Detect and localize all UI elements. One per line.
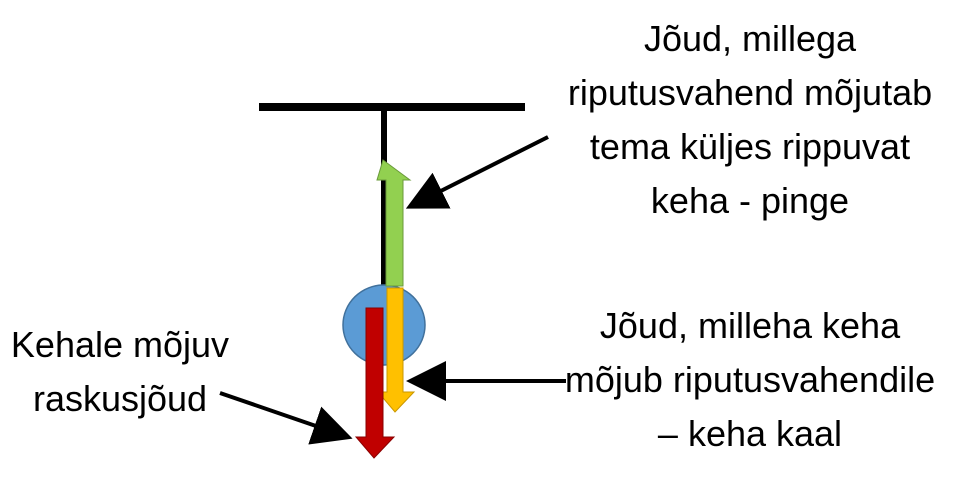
weight-label-line: Jõud, milleha keha xyxy=(599,305,901,346)
gravity-arrow xyxy=(354,307,396,459)
tension-label: Jõud, millega riputusvahend mõjutab tema… xyxy=(540,12,959,228)
hanging-body xyxy=(342,284,426,366)
weight-label: Jõud, milleha keha mõjub riputusvahendil… xyxy=(540,299,959,461)
gravity-label-line: Kehale mõjuv xyxy=(10,324,230,365)
tension-label-line: keha - pinge xyxy=(650,180,850,221)
weight-label-line: – keha kaal xyxy=(657,413,843,454)
weight-label-line: mõjub riputusvahendile xyxy=(564,359,936,400)
tension-pointer xyxy=(405,135,549,209)
gravity-label: Kehale mõjuv raskusjõud xyxy=(0,318,240,426)
tension-label-line: riputusvahend mõjutab xyxy=(567,72,933,113)
tension-label-line: Jõud, millega xyxy=(643,18,857,59)
gravity-pointer xyxy=(219,391,353,445)
tension-label-line: tema küljes rippuvat xyxy=(589,126,911,167)
gravity-label-line: raskusjõud xyxy=(32,378,208,419)
weight-arrow xyxy=(376,287,416,413)
